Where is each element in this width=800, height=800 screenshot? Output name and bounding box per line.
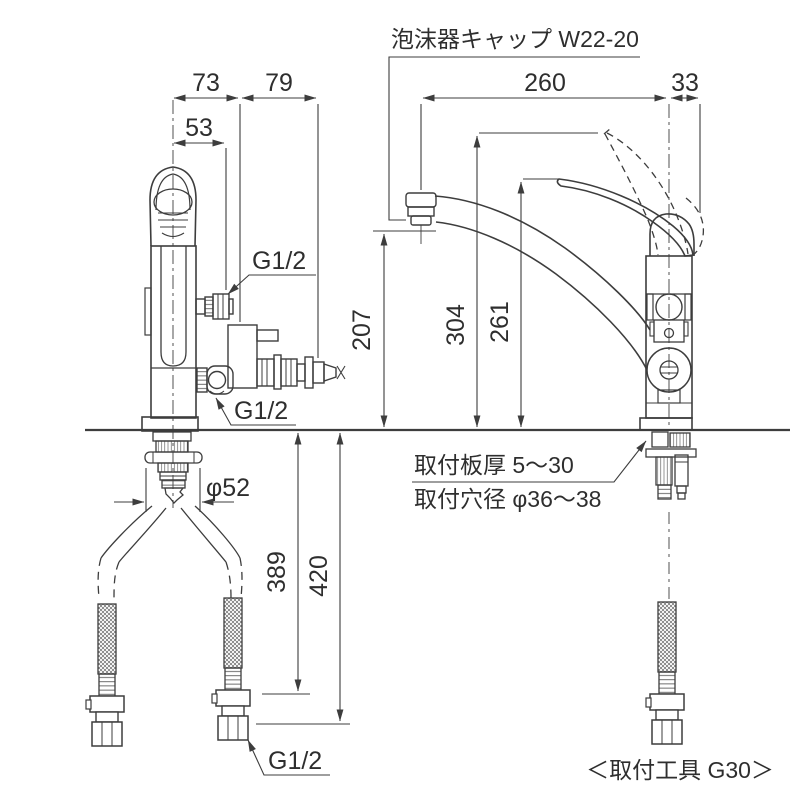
dim-207-label: 207 xyxy=(348,309,376,351)
dim-389-label: 389 xyxy=(263,551,291,593)
dim-phi52-label: φ52 xyxy=(206,474,250,502)
note-labels: 泡沫器キャップ W22-20 G1/2 G1/2 G1/2 取付板厚 5〜30 … xyxy=(234,26,774,783)
aerator-cap xyxy=(405,192,437,244)
tool-note: ＜取付工具 G30＞ xyxy=(586,757,774,783)
dim-33-label: 33 xyxy=(671,69,699,97)
lower-thread-fitting xyxy=(196,365,234,395)
handle-side xyxy=(149,166,197,247)
hose-curves xyxy=(97,505,243,601)
dim-420-label: 420 xyxy=(305,555,333,597)
dim-73-label: 73 xyxy=(192,69,220,97)
supply-hose-left xyxy=(85,603,125,747)
supply-hose-front xyxy=(645,601,685,745)
body-side xyxy=(141,245,199,432)
notes xyxy=(215,56,647,776)
dimension-labels: 73 79 53 260 33 φ52 207 304 261 389 420 xyxy=(185,69,699,597)
dim-79-label: 79 xyxy=(265,69,293,97)
dim-304-label: 304 xyxy=(442,304,470,346)
dimensions xyxy=(114,94,701,725)
mount-plate-note: 取付板厚 5〜30 xyxy=(414,452,574,478)
thread-label-hose: G1/2 xyxy=(268,747,322,775)
dim-261-label: 261 xyxy=(486,301,514,343)
dim-53-label: 53 xyxy=(185,114,213,142)
aerator-note: 泡沫器キャップ W22-20 xyxy=(391,26,639,52)
supply-hose-right xyxy=(211,597,251,741)
lever-handle-raised-phantom xyxy=(603,127,705,256)
aerator-note-leader xyxy=(388,56,640,221)
thread-label-lower: G1/2 xyxy=(234,397,288,425)
body-front xyxy=(639,255,693,431)
front-view xyxy=(405,104,705,745)
thread-label-upper: G1/2 xyxy=(252,247,306,275)
branch-valve xyxy=(227,324,346,390)
side-view xyxy=(85,100,346,747)
mounting-hardware-front xyxy=(645,431,697,500)
dim-260-label: 260 xyxy=(524,69,566,97)
mount-note-leader xyxy=(412,440,647,483)
spout xyxy=(434,195,651,371)
upper-thread-nipple xyxy=(195,293,234,320)
mount-hole-note: 取付穴径 φ36〜38 xyxy=(414,486,601,512)
lever-handle xyxy=(556,178,694,257)
mounting-shank-side xyxy=(144,431,203,504)
